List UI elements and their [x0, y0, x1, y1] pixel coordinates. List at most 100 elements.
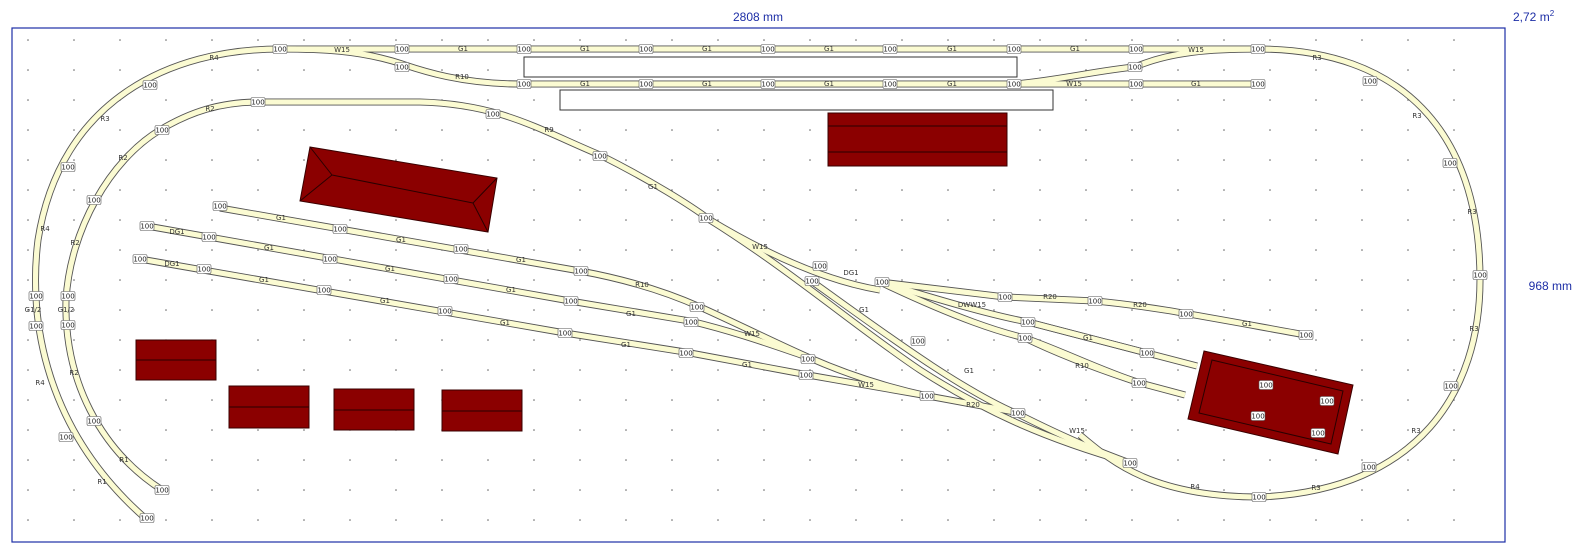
svg-text:100: 100 [61, 293, 74, 301]
segment-label-radius_20: R20 [966, 401, 980, 409]
grid-dot [1131, 39, 1133, 41]
grid-dot [1223, 249, 1225, 251]
grid-dot [901, 429, 903, 431]
connector-label: 100 [882, 44, 898, 54]
grid-dot [1453, 129, 1455, 131]
building-small-2[interactable] [228, 385, 310, 429]
segment-label-straight: G1 [702, 45, 712, 53]
grid-dot [1407, 489, 1409, 491]
segment-label-switch: W15 [752, 243, 768, 251]
grid-dot [855, 189, 857, 191]
grid-dot [441, 489, 443, 491]
segment-label-straight: G1 [1242, 320, 1252, 328]
grid-dot [1453, 279, 1455, 281]
svg-text:100: 100 [1252, 494, 1265, 502]
grid-dot [1131, 429, 1133, 431]
grid-dot [1315, 519, 1317, 521]
grid-dot [349, 369, 351, 371]
grid-dot [1315, 99, 1317, 101]
building-station[interactable] [827, 112, 1008, 167]
grid-dot [27, 369, 29, 371]
grid-dot [1269, 129, 1271, 131]
grid-dot [303, 69, 305, 71]
tracks[interactable] [32, 45, 1484, 521]
grid-dot [1269, 339, 1271, 341]
grid-dot [349, 489, 351, 491]
height-dimension: 968 mm [1529, 279, 1572, 293]
platform-lower[interactable] [559, 89, 1054, 111]
segment-label-double_switch: DWW15 [958, 301, 986, 309]
grid-dot [809, 399, 811, 401]
svg-text:100: 100 [1251, 413, 1264, 421]
grid-dot [717, 279, 719, 281]
grid-dot [395, 39, 397, 41]
grid-dot [257, 129, 259, 131]
building-small-1[interactable] [135, 339, 217, 381]
grid-dot [717, 519, 719, 521]
grid-dot [73, 459, 75, 461]
building-engine-shed[interactable] [299, 146, 498, 233]
svg-text:100: 100 [29, 293, 42, 301]
grid-dot [901, 369, 903, 371]
svg-text:100: 100 [1129, 81, 1142, 89]
building-small-3[interactable] [333, 388, 415, 431]
grid-dot [579, 519, 581, 521]
grid-dot [1039, 369, 1041, 371]
segment-label-straight: G1 [506, 286, 516, 294]
grid-dot [211, 99, 213, 101]
grid-dot [533, 429, 535, 431]
grid-dot [625, 519, 627, 521]
grid-dot [901, 339, 903, 341]
grid-dot [763, 459, 765, 461]
svg-text:100: 100 [29, 323, 42, 331]
svg-text:100: 100 [87, 197, 100, 205]
grid-dot [1407, 279, 1409, 281]
grid-dot [1269, 489, 1271, 491]
svg-text:100: 100 [1251, 46, 1264, 54]
grid-dot [303, 279, 305, 281]
segment-label-radius_2: R2 [205, 105, 214, 113]
svg-text:100: 100 [1123, 460, 1136, 468]
grid-dot [1085, 309, 1087, 311]
grid-dot [579, 219, 581, 221]
grid-dot [1453, 249, 1455, 251]
grid-dot [1407, 519, 1409, 521]
connector-label: 100 [28, 291, 44, 301]
grid-dot [533, 339, 535, 341]
grid-dot [671, 279, 673, 281]
grid-dot [1131, 219, 1133, 221]
connector-label: 100 [798, 370, 814, 380]
svg-text:100: 100 [155, 487, 168, 495]
grid-dot [1039, 219, 1041, 221]
grid-dot [27, 39, 29, 41]
grid-dot [533, 399, 535, 401]
connector-label: 100 [760, 79, 776, 89]
grid-dot [1039, 489, 1041, 491]
grid-dot [855, 489, 857, 491]
grid-dot [1177, 39, 1179, 41]
connector-label: 100 [1472, 270, 1488, 280]
connector-label: 100 [1139, 348, 1155, 358]
svg-text:100: 100 [1021, 319, 1034, 327]
grid-dot [1085, 129, 1087, 131]
grid-dot [717, 189, 719, 191]
grid-dot [901, 249, 903, 251]
svg-text:100: 100 [883, 46, 896, 54]
connector-label: 100 [1361, 462, 1377, 472]
grid-dot [73, 489, 75, 491]
grid-dot [1223, 159, 1225, 161]
grid-dot [717, 309, 719, 311]
segment-label-straight: G1 [385, 265, 395, 273]
grid-dot [1131, 339, 1133, 341]
grid-dot [1223, 39, 1225, 41]
connector-label: 100 [678, 348, 694, 358]
svg-text:100: 100 [61, 164, 74, 172]
grid-dot [257, 189, 259, 191]
grid-dot [1315, 129, 1317, 131]
platform-upper[interactable] [523, 56, 1018, 78]
svg-text:100: 100 [699, 215, 712, 223]
building-small-4[interactable] [441, 389, 523, 432]
building-depot[interactable] [1187, 350, 1354, 455]
segment-label-straight: G1 [500, 319, 510, 327]
